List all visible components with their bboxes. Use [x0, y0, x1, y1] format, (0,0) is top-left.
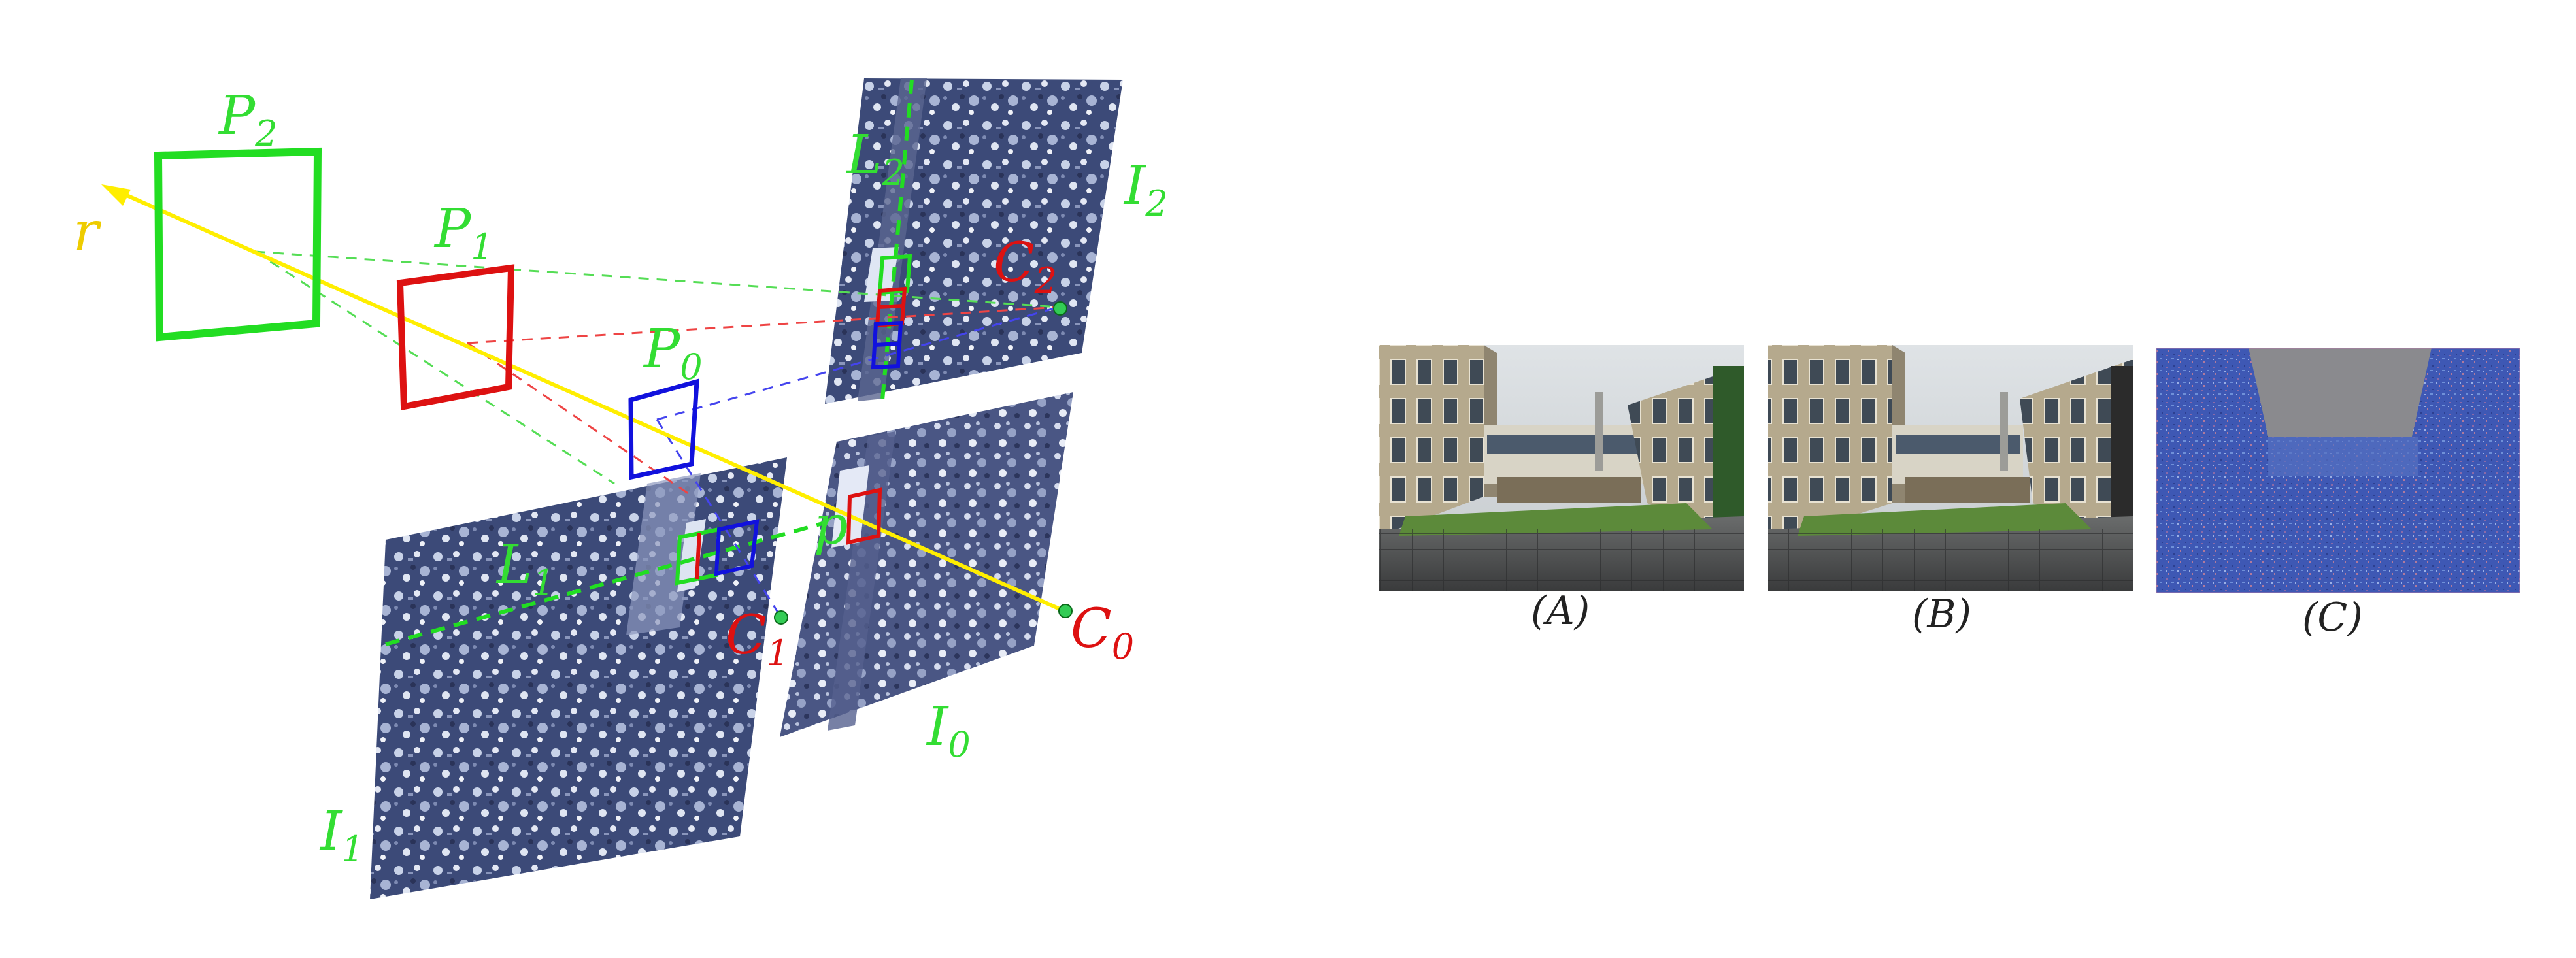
- label-i0: I0: [926, 696, 971, 765]
- epipolar-line-l2: [880, 79, 914, 401]
- label-p0: P0: [643, 318, 703, 388]
- photo-panel-b: [1768, 345, 2133, 591]
- label-c2: C2: [994, 232, 1057, 301]
- label-l1: L1: [495, 534, 555, 603]
- camera-center-c1: [774, 610, 788, 625]
- epipolar-line-l1: [385, 521, 826, 646]
- caption-c: (C): [2302, 595, 2363, 640]
- label-point-p: p: [814, 495, 848, 557]
- label-c1: C1: [726, 604, 789, 674]
- label-p1: P1: [433, 198, 493, 267]
- label-i1: I1: [319, 801, 364, 870]
- patch-p0: [628, 378, 699, 480]
- viewing-ray: [101, 184, 1064, 612]
- multi-view-diagram: P2 P1 P0 r L1 L2 p I2 I0 I1 C0 C1 C2: [73, 78, 1168, 899]
- camera-center-c0: [1058, 604, 1073, 618]
- image-plane-i1: [370, 457, 787, 899]
- label-p2: P2: [218, 85, 278, 154]
- label-c0: C0: [1071, 598, 1134, 667]
- projected-patches-i1: [675, 519, 760, 586]
- patch-p2: [154, 147, 322, 342]
- camera-center-c2: [1053, 301, 1067, 316]
- projected-patch-i0: [846, 487, 882, 545]
- caption-a: (A): [1531, 588, 1590, 634]
- patch-p1: [396, 264, 515, 410]
- projected-patches-i2: [871, 254, 912, 370]
- caption-b: (B): [1912, 591, 1971, 637]
- label-l2: L2: [845, 124, 905, 193]
- label-i2: I2: [1123, 155, 1168, 224]
- label-ray-r: r: [73, 201, 102, 263]
- photo-panel-a: [1379, 345, 1744, 591]
- residual-panel-c: [2156, 348, 2520, 593]
- image-plane-i0: [780, 392, 1073, 737]
